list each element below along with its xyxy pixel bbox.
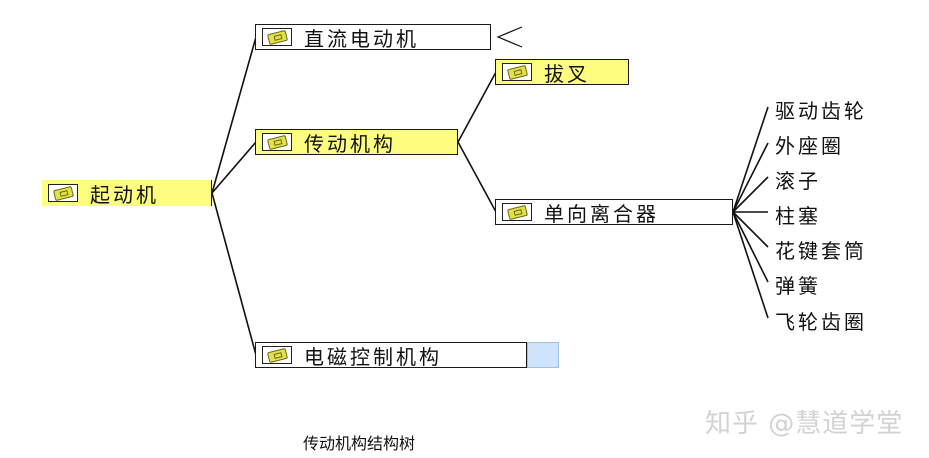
- leaf-outer-race[interactable]: 外座圈: [775, 134, 844, 158]
- branch-node-transmission[interactable]: 传动机构: [255, 129, 458, 156]
- topic-icon: [262, 133, 292, 151]
- node-label: 传动机构: [304, 131, 396, 156]
- topic-icon: [262, 28, 292, 46]
- topic-icon: [262, 346, 292, 364]
- topic-icon: [502, 203, 532, 221]
- leaf-drive-gear[interactable]: 驱动齿轮: [775, 99, 867, 123]
- node-label: 起动机: [90, 182, 159, 207]
- node-label: 电磁控制机构: [304, 344, 442, 369]
- node-label: 拔叉: [544, 61, 590, 86]
- branch-node-dc-motor[interactable]: 直流电动机: [255, 24, 491, 51]
- child-node-shift-fork[interactable]: 拔叉: [495, 59, 629, 86]
- node-label: 单向离合器: [544, 201, 659, 226]
- leaf-plunger[interactable]: 柱塞: [775, 204, 821, 228]
- topic-icon: [48, 184, 78, 202]
- leaf-flywheel-ring[interactable]: 飞轮齿圈: [775, 310, 867, 334]
- leaf-roller[interactable]: 滚子: [775, 169, 821, 193]
- node-label: 直流电动机: [304, 26, 419, 51]
- watermark: 知乎 @慧道学堂: [705, 409, 904, 439]
- child-node-one-way-clutch[interactable]: 单向离合器: [495, 199, 733, 226]
- branch-node-solenoid-control[interactable]: 电磁控制机构: [255, 342, 527, 369]
- collapse-marker[interactable]: [527, 342, 559, 368]
- topic-icon: [502, 63, 532, 81]
- root-node[interactable]: 起动机: [42, 180, 212, 207]
- leaf-spline-sleeve[interactable]: 花键套筒: [775, 239, 867, 263]
- figure-caption: 传动机构结构树: [303, 434, 416, 453]
- leaf-spring[interactable]: 弹簧: [775, 274, 821, 298]
